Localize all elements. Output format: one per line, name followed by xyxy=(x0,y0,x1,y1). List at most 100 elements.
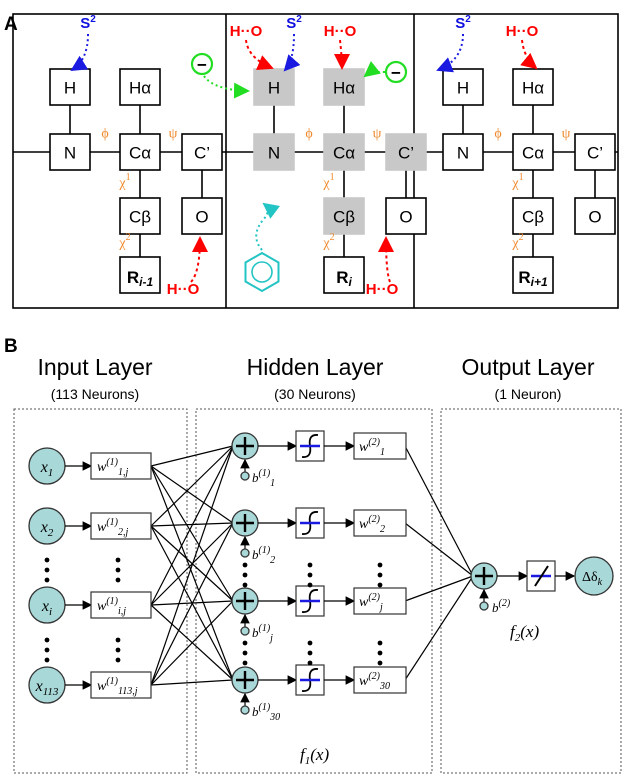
ellipsis-dot xyxy=(242,650,248,656)
input-neuron-4: x113 w(1)113,j xyxy=(28,666,152,704)
ellipsis-dot xyxy=(242,582,248,588)
input-label: xi xyxy=(41,598,52,618)
ellipsis-dot xyxy=(307,582,313,588)
atom-o-label: O xyxy=(195,208,208,227)
hidden-neuron-4: b(1)30 w(2)30 xyxy=(231,664,407,723)
hidden-weight-label: w(2)1 xyxy=(359,437,385,458)
side-chain-label: Ri xyxy=(336,268,352,290)
weight-connection xyxy=(150,445,234,467)
atom-ha-box xyxy=(323,68,365,106)
atom-n-label: N xyxy=(268,144,280,163)
bias-label: b(1)30 xyxy=(252,702,280,723)
s2-label: S2 xyxy=(455,14,471,32)
atom-c-prime-box xyxy=(181,133,223,171)
output-connection xyxy=(404,575,474,681)
atom-o-box xyxy=(181,197,223,235)
ellipsis-dot xyxy=(115,647,121,653)
atom-n-label: N xyxy=(64,144,76,163)
hbond-label: H··O xyxy=(167,281,200,298)
ellipsis-dot xyxy=(307,640,313,646)
hidden-layer-subtitle: (30 Neurons) xyxy=(274,386,356,402)
output-layer-frame xyxy=(440,408,622,774)
ellipsis-dot xyxy=(44,557,50,563)
f2-label: f2(x) xyxy=(510,622,539,644)
atom-o-label: O xyxy=(588,208,601,227)
input-weight-label: w(1)113,j xyxy=(97,676,138,697)
hbond-label: H··O xyxy=(506,23,539,40)
input-layer-frame xyxy=(13,408,188,774)
weight-connection xyxy=(150,465,234,602)
ellipsis-dot xyxy=(44,577,50,583)
ellipsis-dot xyxy=(307,572,313,578)
chi2-label: χ2 xyxy=(511,232,523,251)
chi1-label: χ1 xyxy=(322,172,334,191)
ellipsis-dot xyxy=(377,582,383,588)
input-label: x113 xyxy=(35,678,59,698)
input-layer-subtitle: (113 Neurons) xyxy=(51,386,139,402)
ellipsis-dot xyxy=(44,567,50,573)
hidden-weight-box xyxy=(353,432,407,460)
atom-h-box xyxy=(49,68,91,106)
atom-o-box xyxy=(385,197,427,235)
bias-node xyxy=(240,548,250,558)
weight-connection xyxy=(150,465,234,524)
atom-n-box xyxy=(49,133,91,171)
input-label: x2 xyxy=(40,519,54,539)
atom-n-box xyxy=(253,133,295,171)
negative-charge-icon xyxy=(384,60,408,84)
hidden-neuron-3: b(1)jw(2)j xyxy=(231,585,407,644)
atom-ca-label: Cα xyxy=(333,144,355,163)
atom-n-box xyxy=(442,133,484,171)
output-connection xyxy=(404,522,474,577)
ellipsis-dot xyxy=(377,640,383,646)
connection-group xyxy=(150,445,474,686)
atom-cb-box xyxy=(512,197,554,235)
s2-label: S2 xyxy=(286,14,302,32)
atom-h-label: H xyxy=(457,79,469,98)
side-chain-label: Ri-1 xyxy=(127,268,154,290)
atom-c-prime-label: C’ xyxy=(398,144,414,163)
ellipsis-dot xyxy=(377,650,383,656)
bias-label: b(1)j xyxy=(252,623,273,644)
panel-a-label: A xyxy=(4,14,18,35)
chi2-label: χ2 xyxy=(118,232,130,251)
hbond-arrow xyxy=(520,39,538,70)
hidden-weight-label: w(2)30 xyxy=(359,671,390,692)
hbond-arrow xyxy=(333,39,350,70)
atom-h-box xyxy=(253,68,295,106)
ellipsis-dot xyxy=(242,572,248,578)
input-weight-label: w(1)i,j xyxy=(97,596,126,617)
psi-label: ψ xyxy=(373,127,382,142)
output-bias-node xyxy=(479,601,489,611)
side-chain-box xyxy=(512,256,554,294)
bias-node xyxy=(240,471,250,481)
weight-connection xyxy=(150,465,234,681)
s2-arrow xyxy=(436,33,464,73)
charge-sign: − xyxy=(391,64,401,83)
atom-ha-box xyxy=(512,68,554,106)
phi-label: ϕ xyxy=(101,127,108,142)
input-weight-box xyxy=(90,591,152,619)
hbond-label: H··O xyxy=(230,23,263,40)
charge-arrow xyxy=(363,61,386,78)
atom-cb-box xyxy=(119,197,161,235)
atom-ha-label: Hα xyxy=(522,79,544,98)
ellipsis-dot xyxy=(242,660,248,666)
weight-connection xyxy=(150,600,234,686)
hidden-weight-label: w(2)2 xyxy=(359,514,385,535)
hbond-arrow xyxy=(378,236,395,283)
ellipsis-dot xyxy=(377,572,383,578)
linear-line xyxy=(534,565,549,587)
atom-cb-label: Cβ xyxy=(333,208,355,227)
ellipsis-dot xyxy=(307,650,313,656)
psi-label: ψ xyxy=(562,127,571,142)
atom-ca-box xyxy=(512,133,554,171)
atom-ha-label: Hα xyxy=(333,79,355,98)
output-layer-title: Output Layer xyxy=(462,354,595,380)
